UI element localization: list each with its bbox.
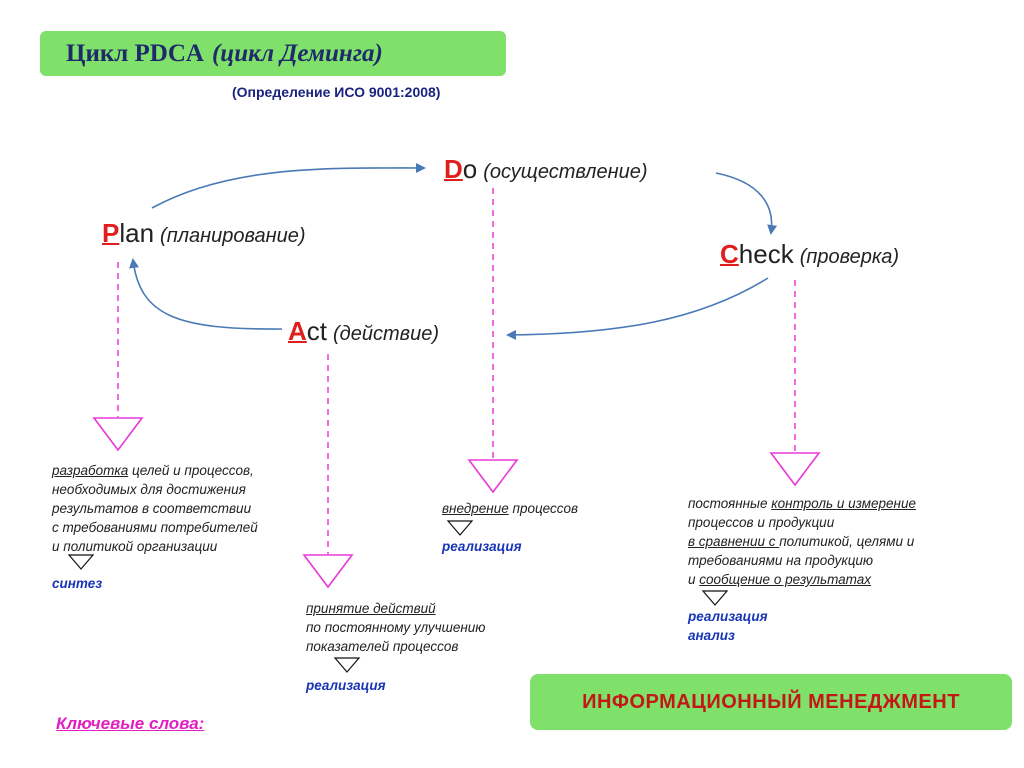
footer-banner bbox=[530, 674, 1012, 730]
check-keyword-2: анализ bbox=[688, 628, 735, 643]
stage-do-word: o bbox=[462, 154, 478, 184]
stage-check-word: heck bbox=[738, 239, 794, 269]
stage-do-letter: D bbox=[444, 154, 463, 184]
plan-desc-line3: результатов в соответствии bbox=[52, 501, 252, 516]
stage-act: Act(действие) bbox=[288, 316, 439, 347]
check-desc-line4: требованиями на продукцию bbox=[688, 553, 874, 568]
check-desc-keyterm-3: сообщение о результатах bbox=[699, 572, 872, 587]
plan-desc-line1: целей и процессов, bbox=[128, 463, 254, 478]
small-triangle-do bbox=[446, 520, 474, 536]
plan-keyword: синтез bbox=[52, 576, 103, 591]
triangle-marker-act bbox=[302, 554, 354, 589]
triangle-marker-do bbox=[467, 459, 519, 494]
stage-check-letter: C bbox=[720, 239, 739, 269]
keywords-label: Ключевые слова: bbox=[56, 714, 205, 733]
act-keyword: реализация bbox=[306, 678, 386, 693]
small-triangle-check bbox=[701, 590, 729, 606]
act-desc-line2: по постоянному улучшению bbox=[306, 620, 486, 635]
title-banner bbox=[40, 31, 506, 76]
do-desc-keyterm: внедрение bbox=[442, 501, 509, 516]
arrow-act-to-plan bbox=[129, 258, 283, 330]
page-title: Цикл PDCA (цикл Деминга) bbox=[66, 40, 383, 68]
arrow-do-to-check bbox=[715, 172, 778, 235]
stage-plan-letter: P bbox=[102, 218, 120, 248]
check-description: постоянные контроль и измерение процессо… bbox=[688, 494, 916, 589]
stage-act-word: ct bbox=[306, 316, 328, 346]
stage-check: Check(проверка) bbox=[720, 239, 899, 270]
check-desc-line3: политикой, целями и bbox=[779, 534, 915, 549]
stage-plan-word: lan bbox=[119, 218, 155, 248]
triangle-marker-plan bbox=[92, 417, 144, 452]
stage-do-translation: (осуществление) bbox=[483, 161, 648, 183]
small-triangle-plan bbox=[67, 554, 95, 570]
plan-description: разработка целей и процессов, необходимы… bbox=[52, 461, 258, 556]
check-desc-line1-prefix: постоянные bbox=[688, 496, 772, 511]
stage-do: Do(осуществление) bbox=[444, 154, 647, 185]
triangle-marker-check bbox=[769, 452, 821, 487]
plan-desc-line2: необходимых для достижения bbox=[52, 482, 246, 497]
do-desc-line1: процессов bbox=[508, 501, 579, 516]
stage-act-translation: (действие) bbox=[333, 323, 439, 345]
arrow-plan-to-do bbox=[151, 162, 426, 209]
act-desc-keyterm: принятие действий bbox=[306, 601, 436, 616]
stage-plan-translation: (планирование) bbox=[160, 225, 306, 247]
footer-banner-text: ИНФОРМАЦИОННЫЙ МЕНЕДЖМЕНТ bbox=[582, 691, 960, 713]
plan-desc-line4: с требованиями потребителей bbox=[52, 520, 258, 535]
plan-desc-line5: и политикой организации bbox=[52, 539, 218, 554]
do-keyword: реализация bbox=[442, 539, 522, 554]
check-keyword-1: реализация bbox=[688, 609, 768, 624]
stage-plan: Plan(планирование) bbox=[102, 218, 306, 249]
stage-check-translation: (проверка) bbox=[799, 246, 900, 268]
check-desc-line2: процессов и продукции bbox=[688, 515, 835, 530]
small-triangle-act bbox=[333, 657, 361, 673]
plan-desc-keyterm: разработка bbox=[52, 463, 129, 478]
act-desc-line3: показателей процессов bbox=[306, 639, 459, 654]
do-description: внедрение процессов bbox=[442, 499, 578, 518]
check-desc-line5-prefix: и bbox=[688, 572, 700, 587]
act-description: принятие действий по постоянному улучшен… bbox=[306, 599, 485, 656]
title-main: Цикл PDCA bbox=[66, 40, 204, 67]
title-subtitle: (цикл Деминга) bbox=[211, 40, 383, 67]
check-desc-keyterm-1: контроль и измерение bbox=[771, 496, 916, 511]
definition-note: (Определение ИСО 9001:2008) bbox=[232, 84, 441, 100]
arrow-check-to-act bbox=[506, 277, 769, 340]
stage-act-letter: A bbox=[288, 316, 307, 346]
check-desc-keyterm-2: в сравнении с bbox=[688, 534, 780, 549]
